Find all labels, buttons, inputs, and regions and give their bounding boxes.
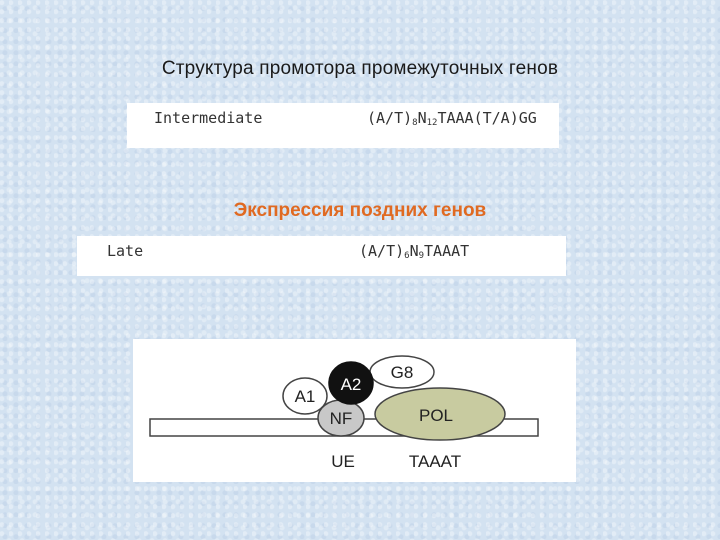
a1-label: A1 — [295, 387, 316, 406]
intermediate-sequence: (A/T)8N12TAAA(T/A)GG — [367, 109, 537, 128]
pol-protein — [374, 387, 506, 441]
a2-protein — [328, 361, 374, 405]
taaat-label: TAAAT — [409, 452, 461, 471]
a1-protein — [282, 377, 328, 415]
page-title: Структура промотора промежуточных генов — [161, 58, 559, 79]
intermediate-label: Intermediate — [154, 109, 263, 127]
pol-label: POL — [419, 406, 453, 425]
late-expression-heading: Экспрессия поздних генов — [233, 200, 487, 221]
late-sequence: (A/T)6N9TAAAT — [359, 242, 470, 261]
a2-label: A2 — [341, 375, 362, 394]
ue-label: UE — [331, 452, 355, 471]
late-label: Late — [107, 242, 144, 260]
nf-label: NF — [330, 409, 353, 428]
g8-label: G8 — [391, 363, 414, 382]
late-promoter-box: Late (A/T)6N9TAAAT — [77, 236, 566, 276]
intermediate-promoter-box: Intermediate (A/T)8N12TAAA(T/A)GG — [127, 103, 559, 148]
transcription-complex-diagram: G8 POL A1 NF A2 UE TAAAT — [133, 339, 576, 482]
